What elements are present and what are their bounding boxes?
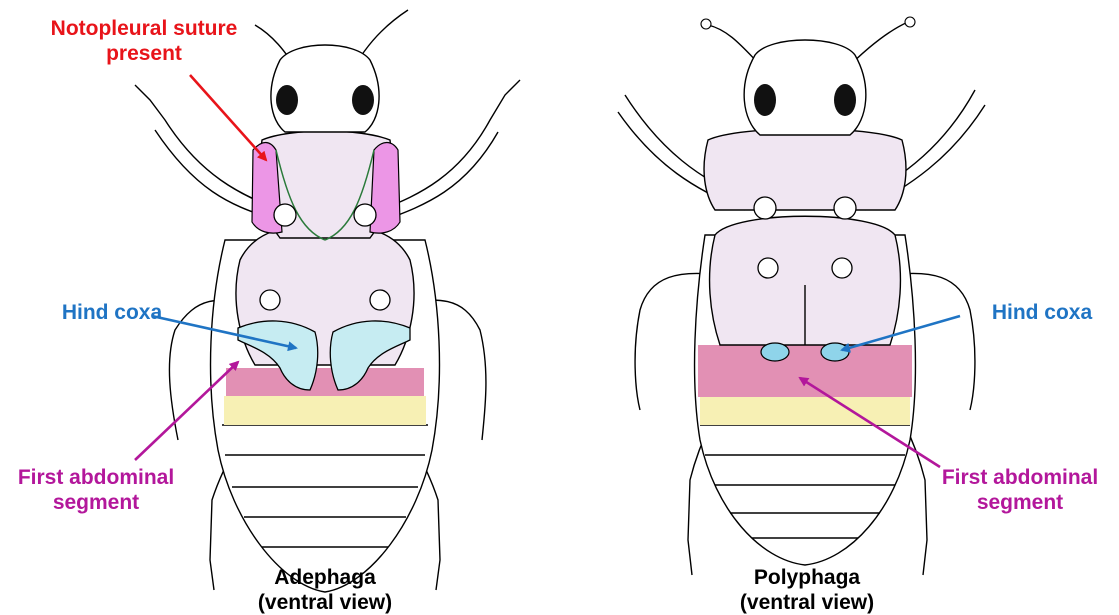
- notopleural-label: Notopleural suture present: [24, 16, 264, 66]
- caption-subtitle-left: (ventral view): [230, 590, 420, 615]
- hind-coxa-right-shape-2: [821, 343, 849, 361]
- caption-title-right: Polyphaga: [712, 565, 902, 590]
- first-abdominal-line2-right: segment: [930, 490, 1110, 515]
- eye-left: [276, 85, 298, 115]
- first-abdominal-line1-right: First abdominal: [930, 465, 1110, 490]
- adephaga-beetle: [135, 10, 520, 592]
- arrow-icon: [190, 75, 266, 160]
- adephaga-caption: Adephaga (ventral view): [230, 565, 420, 615]
- first-abdominal-label-left: First abdominal segment: [6, 465, 186, 515]
- eye-right: [352, 85, 374, 115]
- first-abdominal-line1: First abdominal: [6, 465, 186, 490]
- hind-coxa-label-left: Hind coxa: [52, 300, 172, 325]
- eye-right-2: [834, 84, 856, 116]
- first-abdominal-line2: segment: [6, 490, 186, 515]
- second-abdominal-segment-fill-2: [700, 397, 910, 425]
- first-abdominal-label-right: First abdominal segment: [930, 465, 1110, 515]
- notopleural-line2: present: [24, 41, 264, 66]
- caption-title-left: Adephaga: [230, 565, 420, 590]
- second-abdominal-segment-fill: [224, 396, 426, 425]
- notopleural-line1: Notopleural suture: [24, 16, 264, 41]
- first-abdominal-segment-fill-2: [698, 345, 912, 397]
- caption-subtitle-right: (ventral view): [712, 590, 902, 615]
- hind-coxa-left-shape-2: [761, 343, 789, 361]
- polyphaga-caption: Polyphaga (ventral view): [712, 565, 902, 615]
- prosternum-2: [704, 129, 906, 210]
- first-abdominal-segment-fill: [226, 368, 424, 396]
- eye-left-2: [754, 84, 776, 116]
- foreleg-right: [380, 80, 520, 210]
- hind-coxa-label-right: Hind coxa: [982, 300, 1102, 325]
